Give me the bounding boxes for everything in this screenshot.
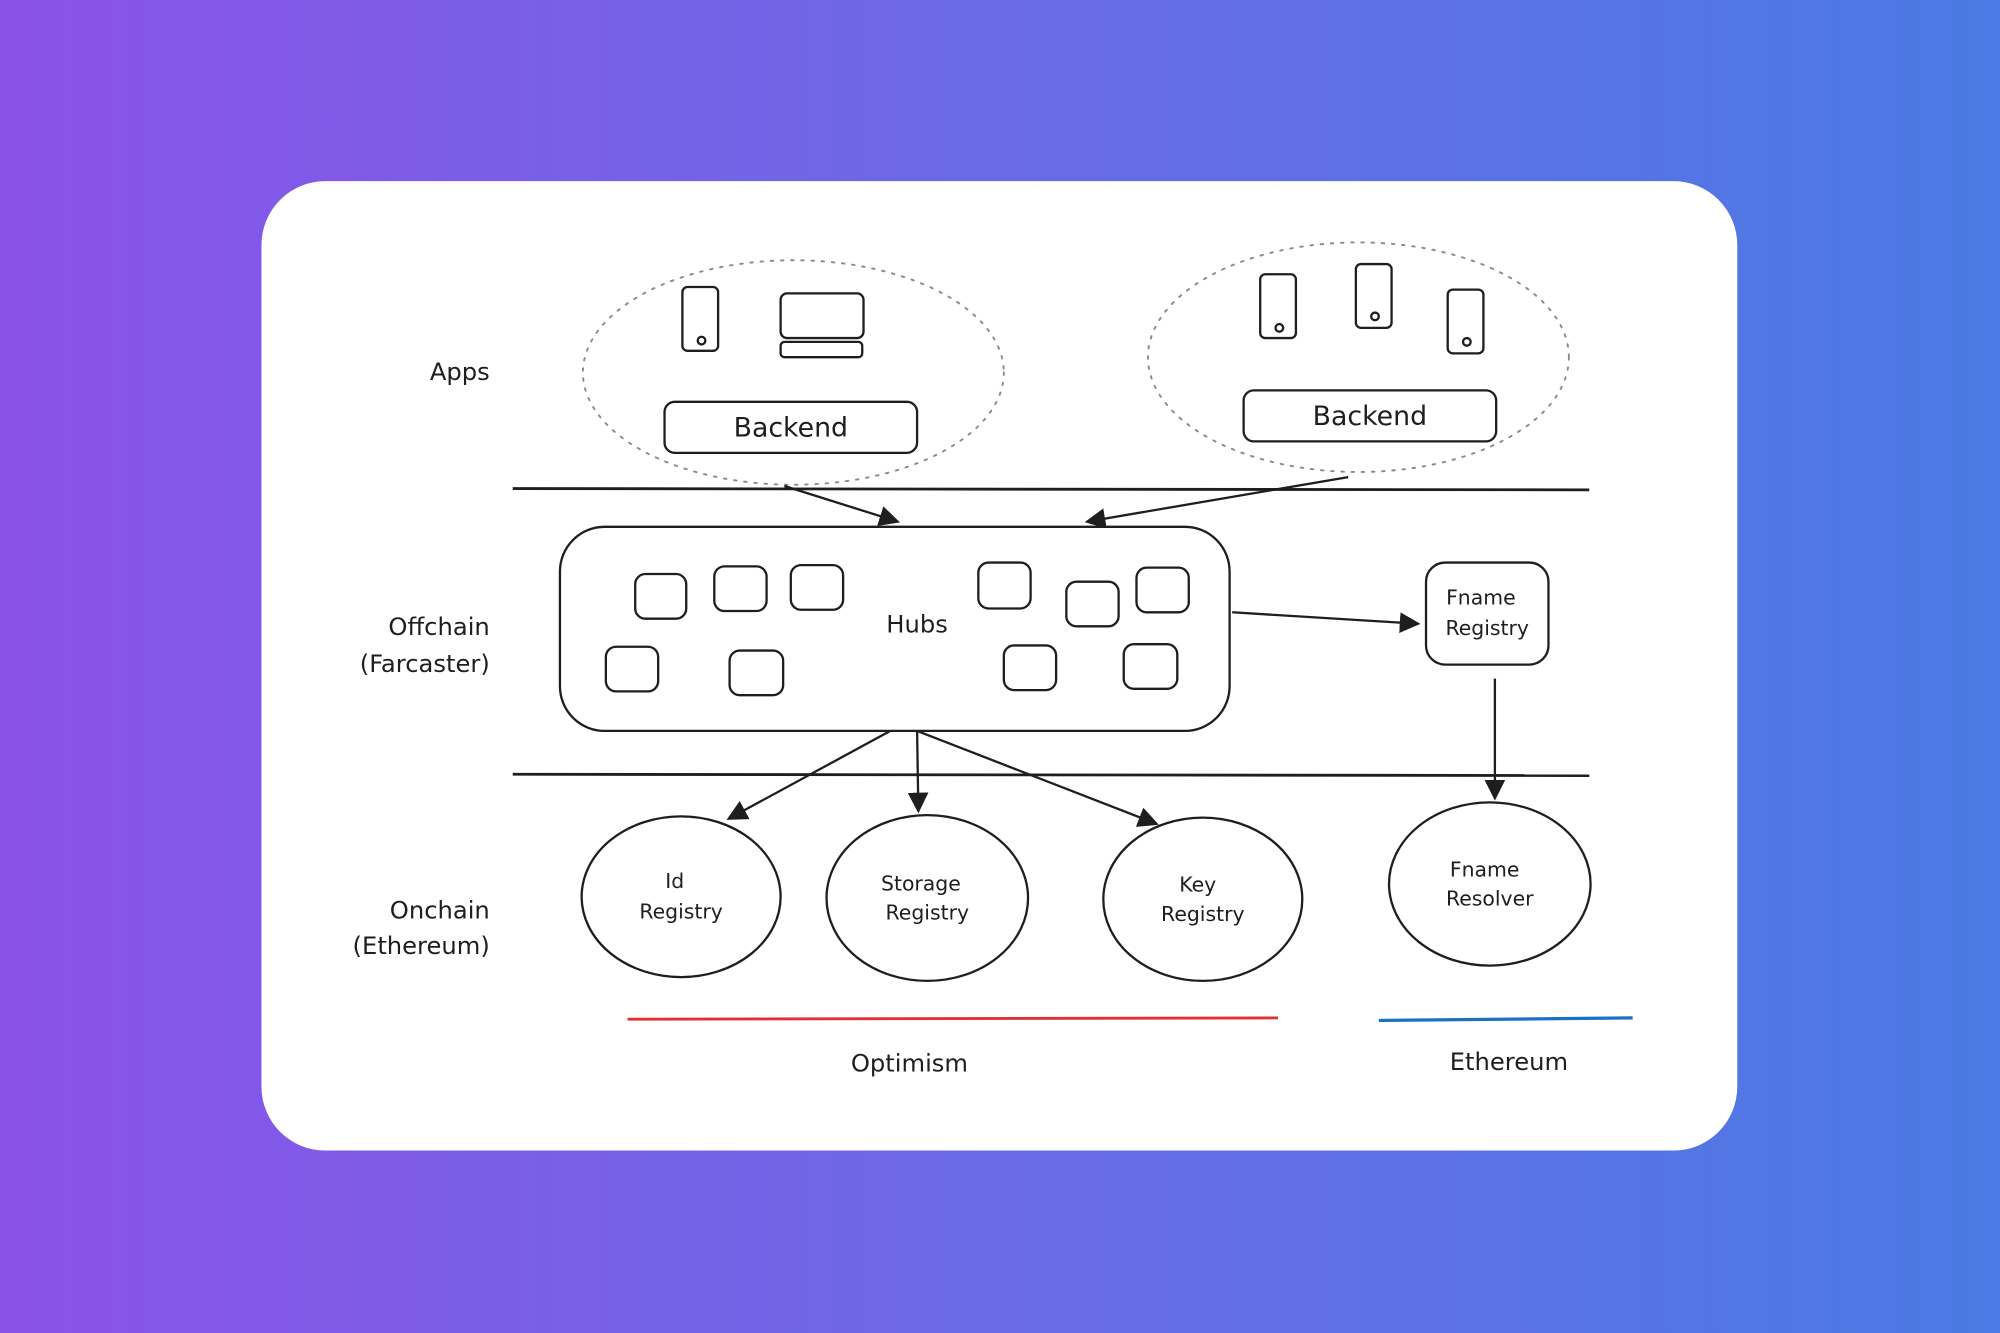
svg-text:Key: Key [1179, 873, 1216, 897]
phone-icon [681, 285, 720, 352]
lane-divider [512, 772, 1590, 777]
svg-text:Resolver: Resolver [1446, 887, 1534, 911]
phone-icon [1259, 273, 1298, 340]
fname-registry-box: Fname Registry [1424, 561, 1550, 666]
arrow [907, 730, 929, 814]
lane-divider [512, 487, 1590, 492]
svg-text:Hubs: Hubs [886, 611, 948, 639]
optimism-label: Optimism [851, 1049, 968, 1077]
svg-text:Backend: Backend [734, 412, 848, 443]
desktop-icon [779, 292, 865, 359]
ethereum-label: Ethereum [1450, 1048, 1568, 1076]
arrow [1232, 611, 1421, 633]
svg-text:Fname: Fname [1450, 857, 1520, 881]
svg-text:Registry: Registry [1161, 902, 1244, 926]
arrow [1084, 475, 1349, 529]
phone-icon [1446, 288, 1485, 355]
svg-text:Id: Id [665, 869, 684, 893]
app-cluster-right [1147, 241, 1570, 473]
ethereum-bar [1378, 1016, 1633, 1023]
svg-text:Fname: Fname [1446, 586, 1516, 610]
lane-label-offchain-sub: (Farcaster) [360, 650, 490, 678]
storage-registry: Storage Registry [825, 813, 1030, 983]
backend-left: Backend [663, 400, 919, 454]
svg-text:Storage: Storage [881, 871, 961, 895]
optimism-bar [627, 1016, 1279, 1021]
fname-resolver: Fname Resolver [1387, 801, 1592, 967]
arrow [784, 484, 900, 527]
id-registry: Id Registry [580, 815, 782, 979]
arrow [916, 729, 1159, 827]
svg-text:Registry: Registry [886, 901, 969, 925]
arrow [726, 729, 891, 820]
svg-text:Registry: Registry [639, 899, 722, 923]
svg-text:Registry: Registry [1446, 616, 1529, 640]
lane-label-offchain: Offchain [388, 613, 489, 641]
backend-right: Backend [1242, 389, 1498, 443]
lane-label-onchain-sub: (Ethereum) [353, 932, 490, 960]
app-cluster-left [581, 259, 1005, 486]
svg-text:Backend: Backend [1313, 401, 1427, 432]
phone-icon [1354, 262, 1393, 329]
lane-label-apps: Apps [430, 358, 490, 386]
key-registry: Key Registry [1102, 816, 1304, 983]
lane-label-onchain: Onchain [390, 896, 490, 924]
hubs-box: Hubs [558, 525, 1231, 733]
